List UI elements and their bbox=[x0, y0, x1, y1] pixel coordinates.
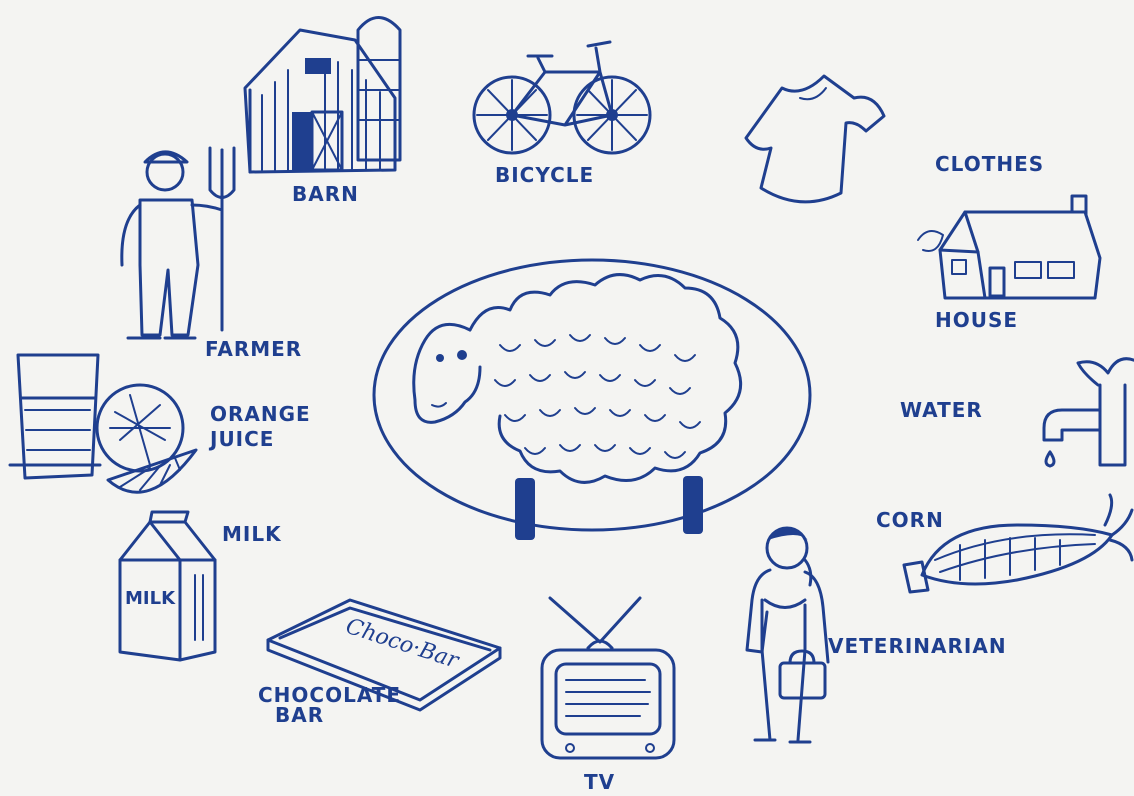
tv-icon bbox=[542, 598, 674, 758]
faucet-icon bbox=[1044, 359, 1134, 466]
milk-label: MILK bbox=[222, 522, 282, 546]
house-label: HOUSE bbox=[935, 308, 1018, 332]
bicycle-label: BICYCLE bbox=[495, 163, 594, 187]
chocolate-label-line2: BAR bbox=[275, 703, 324, 727]
orange-juice-label-line2: JUICE bbox=[210, 427, 274, 451]
veterinarian-label: VETERINARIAN bbox=[828, 634, 1007, 658]
clothes-label: CLOTHES bbox=[935, 152, 1044, 176]
sheep-icon bbox=[374, 260, 810, 540]
veterinarian-icon bbox=[747, 528, 828, 743]
bicycle-icon bbox=[474, 42, 650, 153]
orange-juice-icon bbox=[10, 355, 196, 492]
milk-carton-text: MILK bbox=[125, 588, 176, 609]
water-label: WATER bbox=[900, 398, 983, 422]
corn-label: CORN bbox=[876, 508, 944, 532]
tv-label: TV bbox=[584, 770, 615, 794]
farmer-icon bbox=[122, 148, 234, 338]
milk-carton-icon: MILK bbox=[120, 512, 215, 660]
barn-icon bbox=[245, 18, 400, 173]
farmer-label: FARMER bbox=[205, 337, 302, 361]
orange-juice-label-line1: ORANGE bbox=[210, 402, 311, 426]
house-icon bbox=[918, 196, 1100, 298]
barn-label: BARN bbox=[292, 182, 359, 206]
tshirt-icon bbox=[746, 76, 884, 202]
